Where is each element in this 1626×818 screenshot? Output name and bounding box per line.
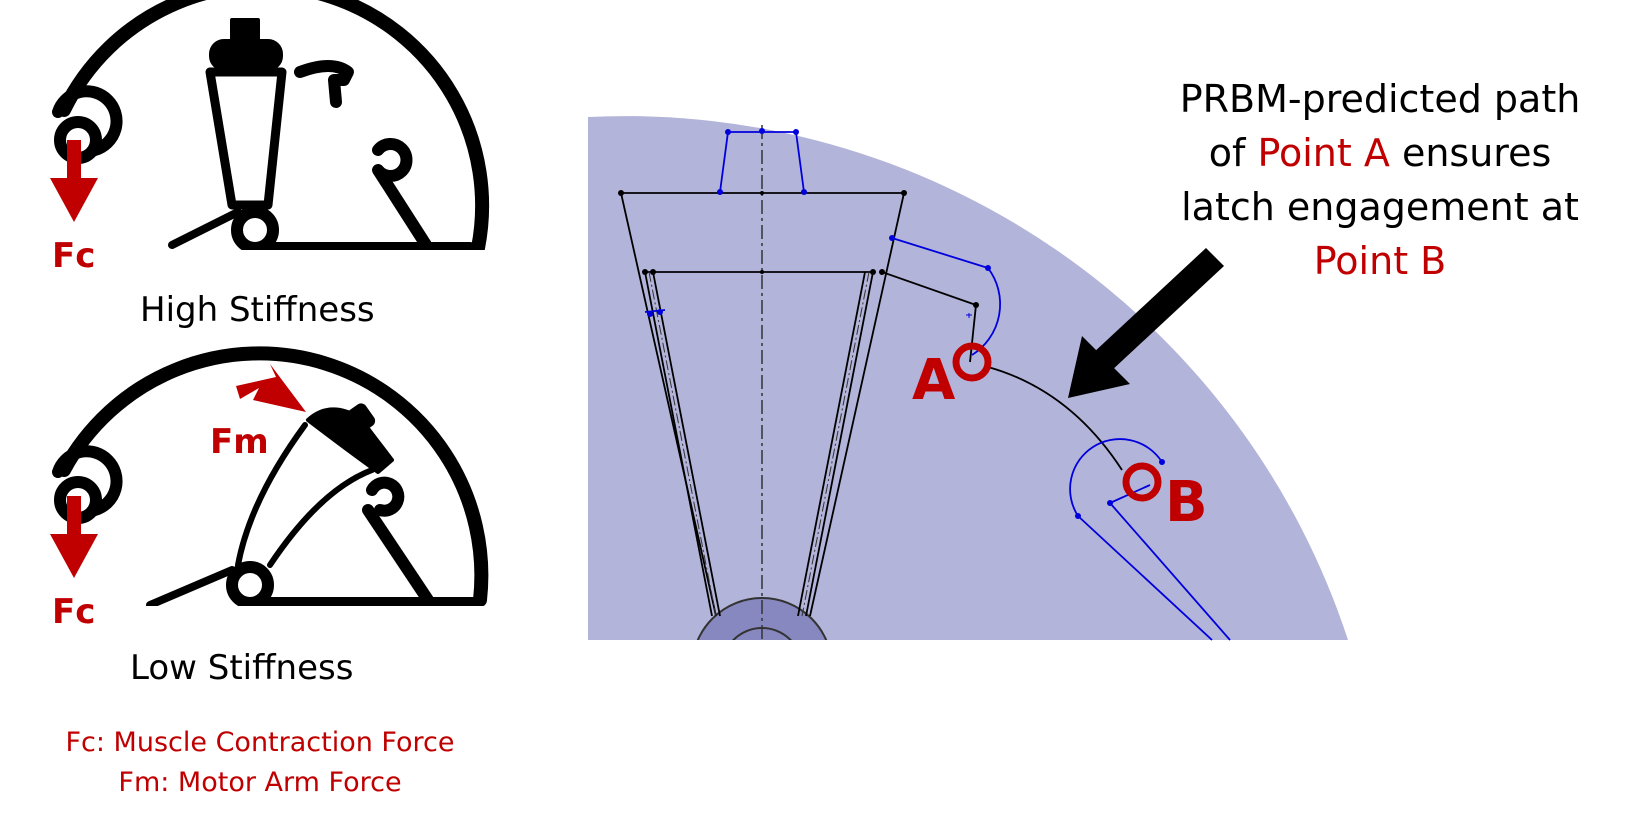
annotation-text: PRBM-predicted path of Point A ensures l… xyxy=(1140,72,1620,288)
latch-hook xyxy=(294,60,354,108)
blue-vertex-dots xyxy=(647,128,1165,519)
clip-mask xyxy=(30,606,500,646)
catch-triangle xyxy=(372,138,434,254)
annotation-line2-post: ensures xyxy=(1389,131,1552,175)
cap xyxy=(209,39,283,71)
point-b-marker xyxy=(1122,462,1162,502)
catch-triangle xyxy=(362,504,436,609)
black-geometry xyxy=(620,192,1123,617)
vertex-dots xyxy=(618,190,979,308)
body-trapezoid xyxy=(205,67,287,210)
point-a-label: A xyxy=(912,348,956,413)
low-fc-label: Fc xyxy=(52,592,96,632)
high-stiffness-caption: High Stiffness xyxy=(140,290,375,330)
legend-fc: Fc: Muscle Contraction Force xyxy=(65,727,455,758)
annotation-line1: PRBM-predicted path xyxy=(1179,77,1581,121)
clip-mask xyxy=(30,250,500,290)
housing-arc xyxy=(57,346,489,607)
force-fc-arrow-low xyxy=(50,496,98,578)
annotation-point-a: Point A xyxy=(1257,131,1390,175)
annotation-line2-pre: of xyxy=(1208,131,1258,175)
legend-fm: Fm: Motor Arm Force xyxy=(118,767,402,798)
low-stiffness-caption: Low Stiffness xyxy=(130,648,354,688)
point-b-label: B xyxy=(1165,470,1208,535)
annotation-arrow xyxy=(1068,248,1224,398)
bent-body-right xyxy=(267,467,375,568)
high-fc-label: Fc xyxy=(52,236,96,276)
latch-hook xyxy=(366,476,405,517)
left-hook xyxy=(52,85,123,156)
high-stiffness-mechanism xyxy=(30,0,500,290)
point-a-marker xyxy=(952,342,992,382)
annotation-line2: of Point A ensures xyxy=(1140,126,1620,180)
bent-body-left xyxy=(235,422,308,568)
annotation-line3: latch engagement at xyxy=(1181,185,1579,229)
cap-nub xyxy=(230,18,260,44)
cad-sketch xyxy=(588,116,1348,641)
left-hook xyxy=(52,445,123,516)
annotation-point-b: Point B xyxy=(1313,239,1447,283)
housing-arc xyxy=(57,0,490,255)
tilted-cap-nub xyxy=(346,403,376,433)
hinge-lever xyxy=(146,566,236,609)
low-fm-label: Fm xyxy=(210,422,269,462)
tilted-cap xyxy=(306,407,394,474)
force-fc-arrow-high xyxy=(50,140,98,222)
hinge-lever xyxy=(168,208,242,249)
force-fm-arrow xyxy=(236,364,306,412)
dashed-guides xyxy=(648,271,870,617)
